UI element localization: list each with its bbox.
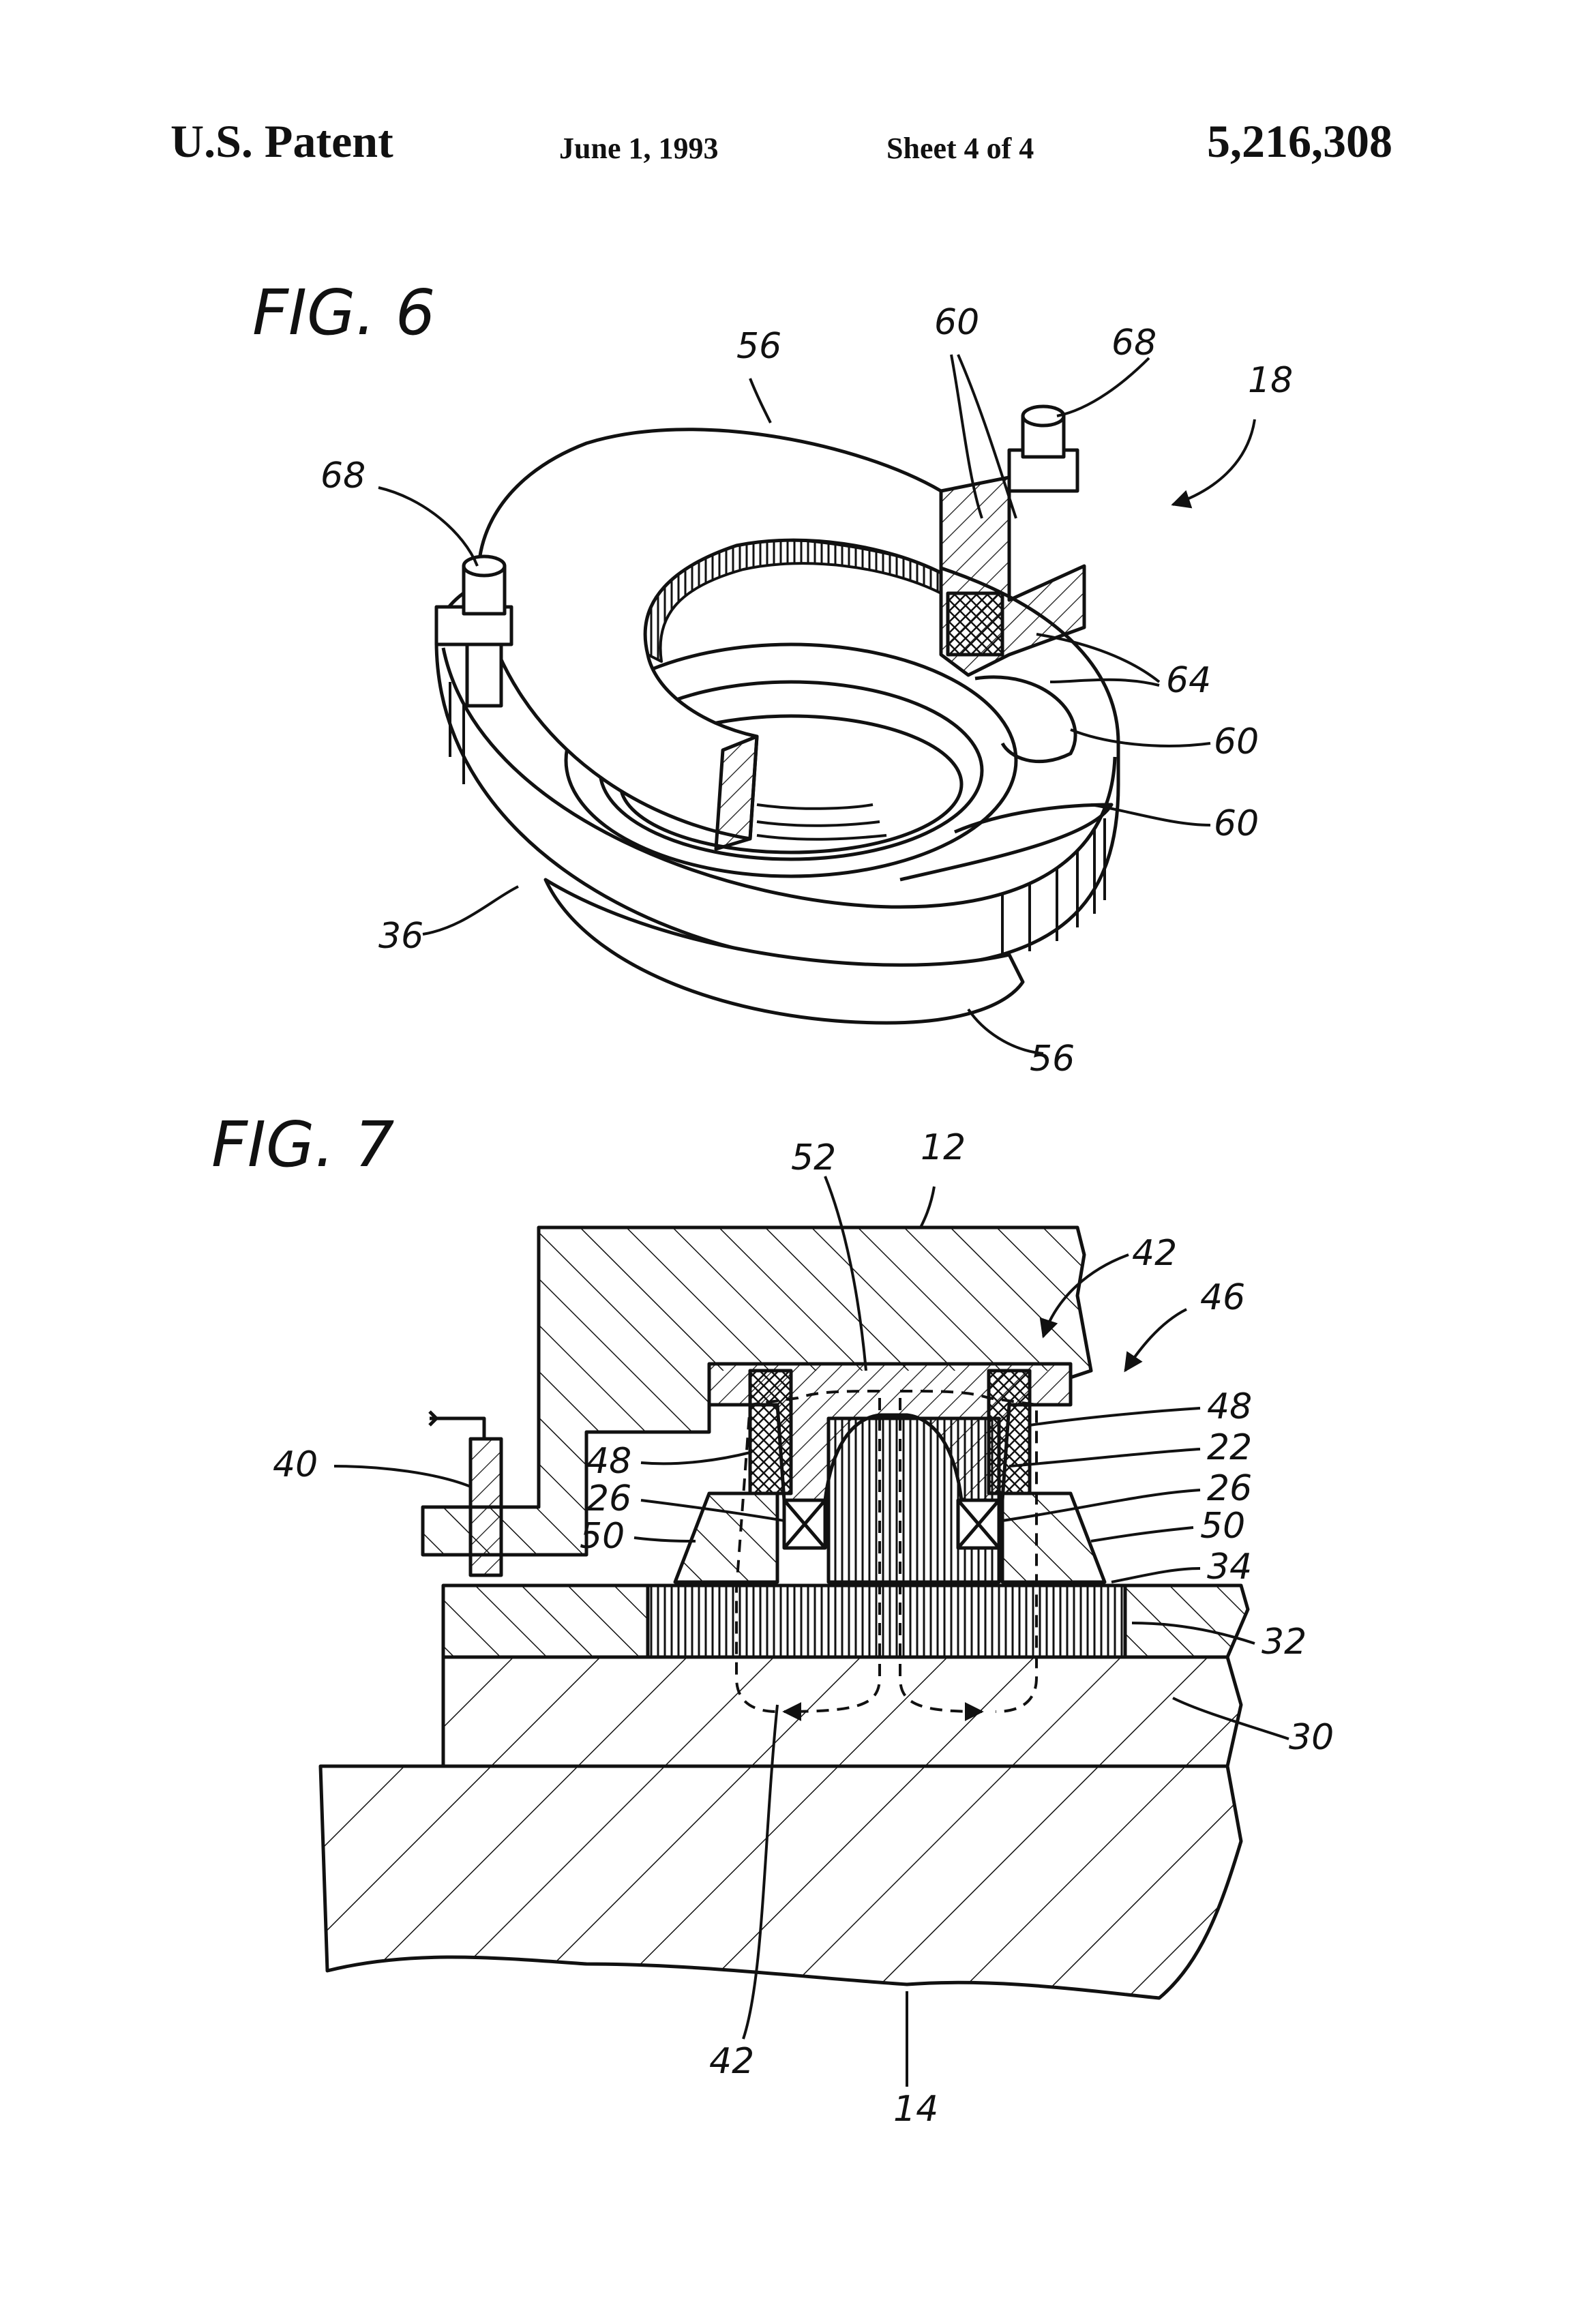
fig7-ref-32: 32 bbox=[1262, 1622, 1307, 1663]
fig6-ref-64: 64 bbox=[1166, 660, 1211, 701]
fig6-ref-56-top: 56 bbox=[736, 326, 781, 367]
fig7-bearing-26-left bbox=[784, 1500, 825, 1548]
fig6-ref-56-bottom: 56 bbox=[1030, 1039, 1075, 1079]
fig6-ref-60-low: 60 bbox=[1214, 803, 1259, 844]
fig7-coil-48-right bbox=[989, 1371, 1030, 1493]
fig7-ref-48-right: 48 bbox=[1207, 1386, 1252, 1427]
fig7-ref-40: 40 bbox=[273, 1444, 318, 1485]
fig7-ref-52: 52 bbox=[791, 1137, 836, 1178]
fig7-ref-34: 34 bbox=[1207, 1547, 1252, 1588]
fig7-bearing-26-right bbox=[958, 1500, 999, 1548]
fig7-ref-42-top: 42 bbox=[1132, 1233, 1177, 1274]
fig6-title-text: FIG. 6 bbox=[252, 276, 435, 349]
fig7-cross-section bbox=[320, 1227, 1248, 1998]
fig7-ref-26-left: 26 bbox=[586, 1478, 631, 1519]
fig6-upper-ring-cut-face bbox=[716, 736, 757, 849]
fig7-ref-30: 30 bbox=[1289, 1717, 1334, 1758]
fig6-ref-60-top: 60 bbox=[934, 302, 979, 343]
fig7-coil-48-left bbox=[750, 1371, 791, 1493]
fig6-ref-68-left: 68 bbox=[320, 456, 365, 496]
fig6-ref-68-right: 68 bbox=[1111, 323, 1156, 363]
fig7-ref-42-bottom: 42 bbox=[709, 2041, 754, 2082]
fig7-ref-14: 14 bbox=[893, 2089, 938, 2130]
fig6-ref-18: 18 bbox=[1248, 360, 1293, 401]
fig7-title-text: FIG. 7 bbox=[211, 1108, 394, 1181]
fig7-ref-46: 46 bbox=[1200, 1277, 1245, 1318]
fig6-ref-60-mid: 60 bbox=[1214, 721, 1259, 762]
fig7-ref-22: 22 bbox=[1207, 1427, 1252, 1468]
fig7-layer-34 bbox=[443, 1585, 648, 1657]
fig6-pin-right bbox=[1009, 406, 1077, 491]
fig7-ref-50-left: 50 bbox=[580, 1516, 625, 1557]
fig7-ref-12: 12 bbox=[921, 1127, 966, 1168]
fig7-layer-32 bbox=[648, 1585, 1125, 1657]
fig7-plate-30 bbox=[443, 1657, 1241, 1766]
fig7-base-14 bbox=[320, 1766, 1241, 1998]
fig7-title: FIG. 7 bbox=[211, 1108, 394, 1181]
fig6-split-ring-assembly bbox=[436, 406, 1118, 1023]
fig6-ref-36: 36 bbox=[378, 916, 423, 957]
fig7-ref-48-left: 48 bbox=[586, 1441, 631, 1482]
fig7-layer-right bbox=[1125, 1585, 1248, 1657]
fig7-ref-26-right: 26 bbox=[1207, 1468, 1252, 1509]
fig6-title: FIG. 6 bbox=[252, 276, 435, 349]
fig7-ref-50-right: 50 bbox=[1200, 1506, 1245, 1547]
